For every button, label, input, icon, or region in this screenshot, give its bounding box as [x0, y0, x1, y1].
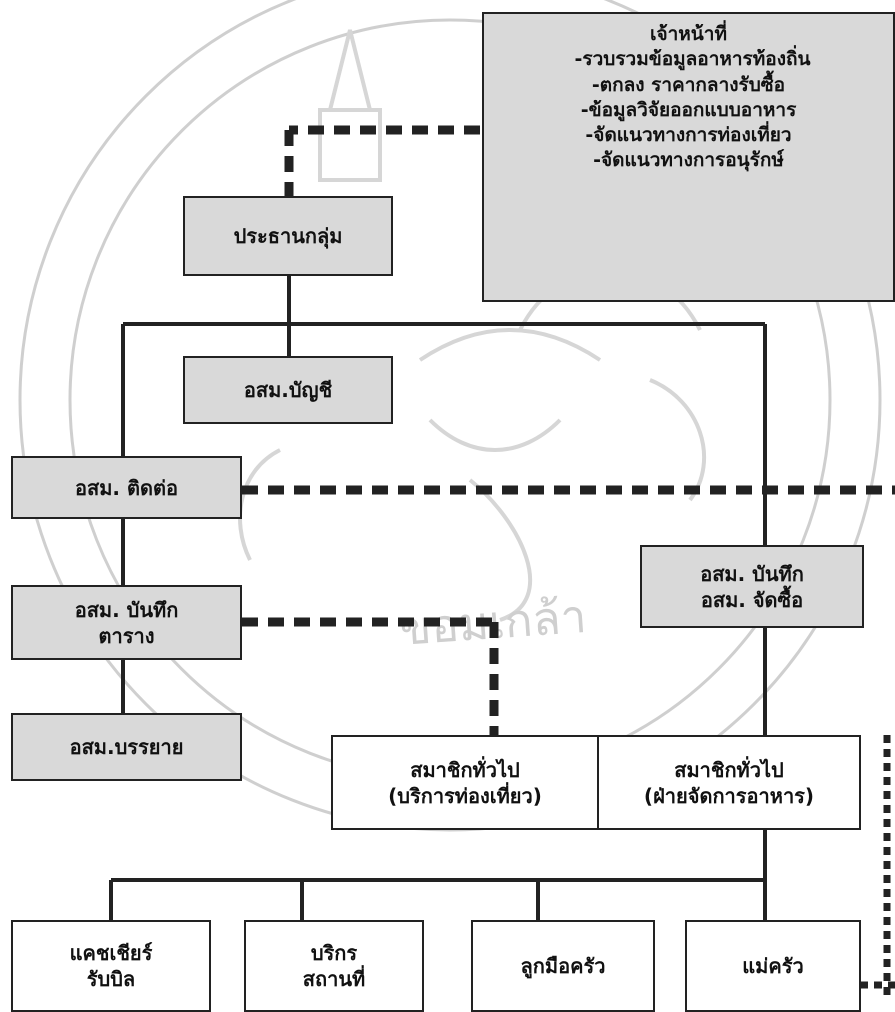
officer-box: เจ้าหน้าที่ -รวบรวมข้อมูลอาหารท้องถิ่น -…	[482, 12, 895, 302]
recorder-purchaser-box: อสม. บันทึก อสม. จัดซื้อ	[640, 545, 864, 628]
venue-service-line1: บริกร	[310, 941, 358, 965]
kitchen-helper-box: ลูกมือครัว	[471, 920, 655, 1012]
officer-duty: -ข้อมูลวิจัยออกแบบอาหาร	[580, 98, 797, 121]
cashier-line1: แคชเชียร์	[69, 941, 153, 965]
officer-duty: -ตกลง ราคากลางรับซื้อ	[591, 73, 786, 96]
cashier-box: แคชเชียร์ รับบิล	[11, 920, 211, 1012]
chairman-box: ประธานกลุ่ม	[183, 196, 393, 276]
venue-service-box: บริกร สถานที่	[244, 920, 424, 1012]
contact-box: อสม. ติดต่อ	[11, 456, 242, 519]
member-tourism-line1: สมาชิกทั่วไป	[410, 757, 520, 782]
venue-service-line2: สถานที่	[302, 967, 366, 991]
recorder-purchaser-line2: อสม. จัดซื้อ	[700, 587, 804, 612]
contact-label: อสม. ติดต่อ	[75, 475, 178, 500]
cashier-line2: รับบิล	[86, 967, 136, 991]
accounting-box: อสม.บัญชี	[183, 356, 393, 424]
lecturer-box: อสม.บรรยาย	[11, 713, 242, 781]
schedule-recorder-line2: ตาราง	[98, 623, 155, 648]
accounting-label: อสม.บัญชี	[243, 378, 333, 402]
kitchen-helper-label: ลูกมือครัว	[520, 954, 606, 978]
cook-label: แม่ครัว	[742, 954, 804, 978]
officer-duty: -รวบรวมข้อมูลอาหารท้องถิ่น	[574, 48, 811, 71]
lecturer-label: อสม.บรรยาย	[69, 735, 184, 759]
schedule-recorder-box: อสม. บันทึก ตาราง	[11, 585, 242, 660]
member-tourism-box: สมาชิกทั่วไป (บริการท่องเที่ยว)	[331, 735, 599, 830]
member-tourism-line2: (บริการท่องเที่ยว)	[388, 783, 542, 808]
cook-box: แม่ครัว	[685, 920, 861, 1012]
recorder-purchaser-line1: อสม. บันทึก	[700, 561, 804, 586]
officer-title: เจ้าหน้าที่	[649, 23, 727, 45]
member-food-line2: (ฝ่ายจัดการอาหาร)	[643, 783, 815, 808]
officer-duty: -จัดแนวทางการอนุรักษ์	[593, 149, 784, 172]
member-food-box: สมาชิกทั่วไป (ฝ่ายจัดการอาหาร)	[597, 735, 861, 830]
chairman-label: ประธานกลุ่ม	[233, 224, 343, 248]
member-food-line1: สมาชิกทั่วไป	[674, 757, 784, 782]
schedule-recorder-line1: อสม. บันทึก	[74, 597, 179, 622]
officer-duty: -จัดแนวทางการท่องเที่ยว	[585, 124, 792, 147]
